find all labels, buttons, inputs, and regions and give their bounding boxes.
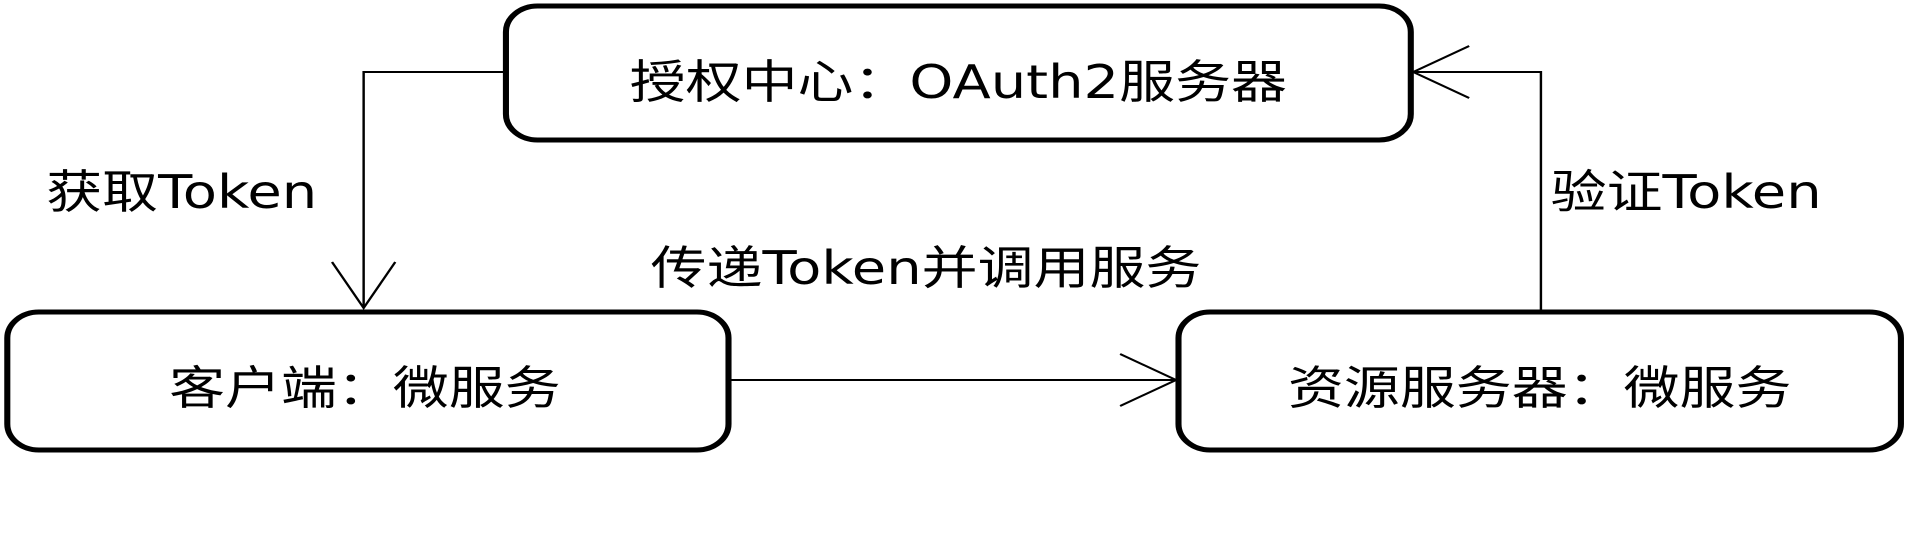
verify-token-label: 验证Token [1551,166,1822,220]
verify-token-edge [1410,45,1543,310]
auth-server-label: 授权中心：OAuth2服务器 [630,56,1287,110]
pass-token-edge [728,353,1179,407]
get-token-edge [330,71,506,311]
get-token-label: 获取Token [46,166,317,220]
arrowhead-down-icon [330,261,397,311]
client-label: 客户端：微服务 [169,362,561,416]
client-node: 客户端：微服务 [4,309,732,453]
resource-server-label: 资源服务器：微服务 [1288,362,1791,416]
pass-token-label: 传递Token并调用服务 [651,242,1202,296]
resource-server-node: 资源服务器：微服务 [1175,309,1904,453]
arrowhead-left-icon [1410,45,1470,99]
arrowhead-right-icon [1119,353,1179,407]
auth-server-node: 授权中心：OAuth2服务器 [502,3,1414,143]
